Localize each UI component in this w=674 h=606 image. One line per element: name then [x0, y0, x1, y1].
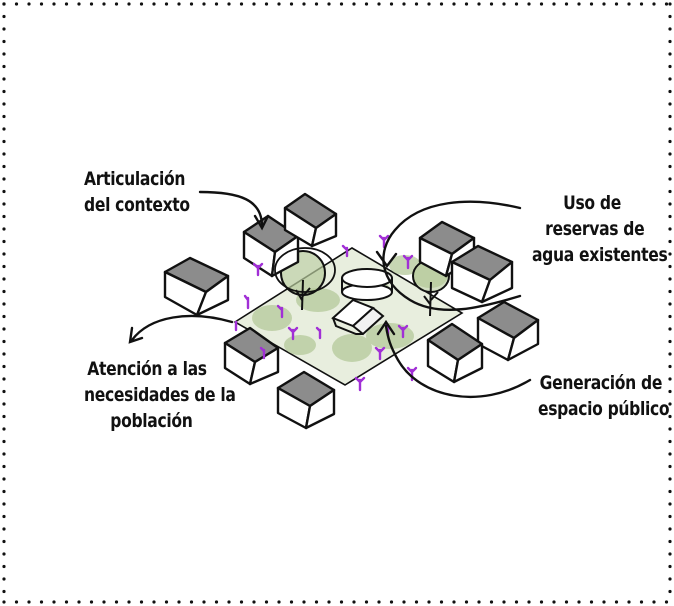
label-articulacion-contexto: Articulación del contexto [84, 166, 190, 218]
label-line: reservas de [545, 218, 645, 240]
annotation-arrows [128, 190, 532, 399]
label-line: agua existentes [532, 244, 668, 266]
arrow-public-space [384, 324, 532, 399]
houses [163, 192, 540, 430]
label-line: Atención a las [87, 358, 207, 380]
label-line: necesidades de la [84, 384, 236, 406]
label-line: Generación de [539, 372, 663, 394]
label-line: población [110, 410, 193, 432]
label-atencion-necesidades: Atención a las necesidades de la poblaci… [84, 356, 236, 434]
label-generacion-espacio-publico: Generación de espacio público [538, 370, 670, 422]
arrow-context [198, 190, 264, 228]
label-line: Uso de [563, 192, 621, 214]
label-uso-reservas-agua: Uso de reservas de agua existentes [532, 190, 668, 268]
people [234, 234, 418, 392]
water-reservoir [341, 268, 393, 301]
label-line: del contexto [84, 194, 190, 216]
pavilion [331, 298, 385, 336]
label-line: espacio público [538, 398, 670, 420]
arrow-needs [130, 314, 234, 342]
label-line: Articulación [84, 168, 186, 190]
